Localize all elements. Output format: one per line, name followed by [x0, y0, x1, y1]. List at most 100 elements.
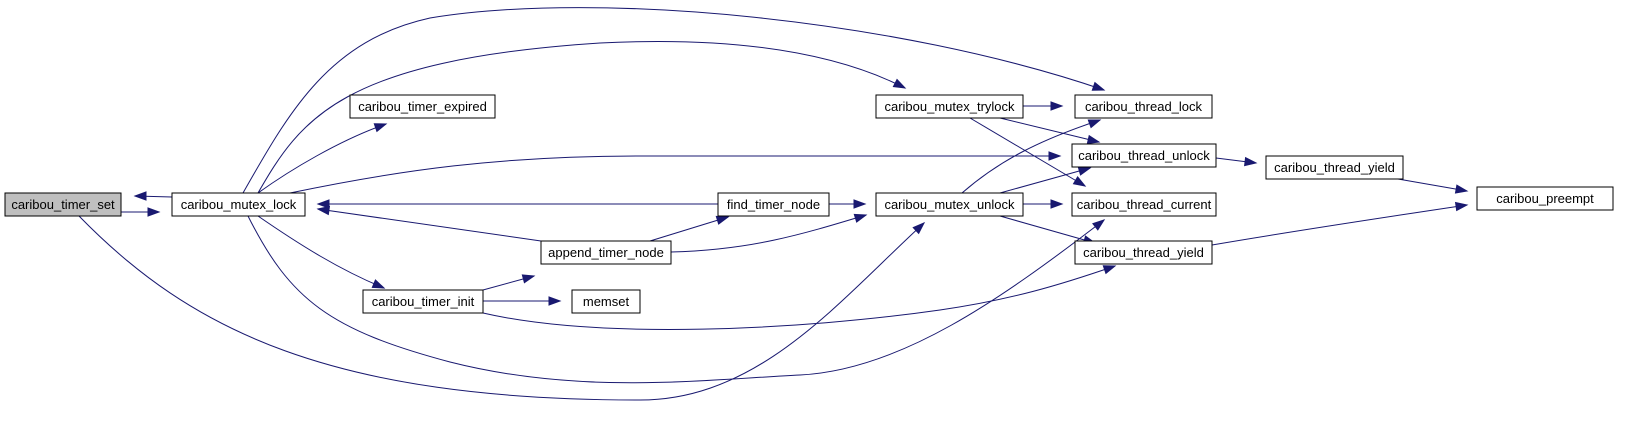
edge-timer-set-to-mutex-unlock	[78, 215, 926, 401]
node-box[interactable]	[362, 289, 484, 314]
edge-line	[482, 265, 1116, 330]
node-mutex-lock[interactable]: caribou_mutex_lock	[171, 192, 306, 217]
arrowhead	[1048, 151, 1062, 161]
node-label: caribou_timer_set	[11, 197, 115, 212]
edge-mutex-lock-to-thread-current	[247, 215, 1106, 384]
edge-thread-yield-b-to-preempt	[1211, 201, 1469, 246]
arrowhead	[1102, 265, 1117, 275]
node-label: caribou_thread_yield	[1083, 245, 1204, 260]
edge-mutex-trylock-to-thread-current	[969, 117, 1087, 187]
edge-line	[78, 215, 925, 401]
node-box[interactable]	[717, 192, 830, 217]
node-label: memset	[583, 294, 630, 309]
node-append-timer-node[interactable]: append_timer_node	[540, 240, 672, 265]
node-label: caribou_timer_expired	[358, 99, 487, 114]
edge-line	[999, 215, 1096, 244]
arrowhead	[133, 191, 147, 201]
edge-mutex-lock-to-timer-expired	[257, 123, 388, 194]
arrowhead	[1077, 166, 1092, 176]
arrowhead	[1050, 199, 1064, 209]
node-box[interactable]	[1074, 240, 1213, 265]
edge-mutex-lock-to-thread-lock	[242, 7, 1106, 194]
edge-mutex-unlock-to-thread-current	[1023, 199, 1064, 209]
node-box[interactable]	[1071, 143, 1217, 168]
edge-timer-init-to-thread-yield-b	[482, 265, 1117, 330]
edge-line	[961, 119, 1101, 194]
node-box[interactable]	[1476, 186, 1614, 211]
arrowhead	[1092, 219, 1106, 231]
edge-line	[649, 216, 729, 242]
edge-line	[999, 167, 1091, 194]
node-find-timer-node[interactable]: find_timer_node	[717, 192, 830, 217]
node-timer-expired[interactable]: caribou_timer_expired	[349, 94, 496, 119]
edge-mutex-trylock-to-thread-lock	[1023, 101, 1064, 111]
node-label: find_timer_node	[727, 197, 820, 212]
arrowhead	[316, 199, 330, 209]
edge-line	[1211, 204, 1468, 246]
arrowhead	[548, 296, 562, 306]
node-label: caribou_mutex_unlock	[884, 197, 1015, 212]
edge-line	[670, 214, 867, 253]
edge-line	[999, 117, 1100, 143]
arrowhead	[371, 279, 386, 289]
edge-thread-unlock-to-thread-yield-a	[1215, 156, 1258, 167]
edge-timer-init-to-memset	[483, 296, 562, 306]
node-mutex-unlock[interactable]: caribou_mutex_unlock	[875, 192, 1024, 217]
arrowhead	[1086, 134, 1101, 145]
node-label: caribou_timer_init	[372, 294, 475, 309]
node-memset[interactable]: memset	[571, 289, 641, 314]
node-box[interactable]	[1071, 192, 1217, 217]
edge-find-timer-node-to-mutex-unlock	[829, 199, 867, 209]
edge-mutex-unlock-to-thread-lock	[961, 119, 1102, 194]
node-mutex-trylock[interactable]: caribou_mutex_trylock	[875, 94, 1024, 119]
node-label: caribou_mutex_lock	[181, 197, 297, 212]
node-box[interactable]	[1074, 94, 1213, 119]
node-box[interactable]	[540, 240, 672, 265]
edge-mutex-lock-to-thread-unlock	[289, 151, 1062, 194]
edge-line	[1397, 178, 1468, 192]
node-box[interactable]	[171, 192, 306, 217]
arrowhead	[1454, 201, 1469, 212]
edge-mutex-lock-to-timer-init	[257, 215, 386, 289]
edge-line	[257, 215, 385, 289]
arrowhead	[853, 199, 867, 209]
node-timer-set[interactable]: caribou_timer_set	[4, 192, 122, 217]
arrowhead	[1091, 81, 1106, 91]
edge-line	[317, 208, 542, 242]
node-box[interactable]	[4, 192, 122, 217]
node-box[interactable]	[875, 192, 1024, 217]
node-box[interactable]	[1265, 155, 1404, 180]
arrowhead	[521, 274, 536, 284]
node-thread-yield-b[interactable]: caribou_thread_yield	[1074, 240, 1213, 265]
edge-mutex-lock-to-timer-set	[133, 191, 173, 201]
node-thread-lock[interactable]: caribou_thread_lock	[1074, 94, 1213, 119]
edge-thread-yield-a-to-preempt	[1397, 178, 1469, 194]
arrowhead	[912, 222, 926, 235]
node-label: caribou_mutex_trylock	[884, 99, 1015, 114]
edge-mutex-trylock-to-thread-unlock	[999, 117, 1101, 145]
edge-append-timer-node-to-find-timer-node	[649, 215, 730, 242]
edge-append-timer-node-to-mutex-unlock	[670, 213, 868, 253]
node-box[interactable]	[349, 94, 496, 119]
edge-append-timer-node-to-mutex-lock	[316, 205, 542, 242]
node-preempt[interactable]: caribou_preempt	[1476, 186, 1614, 211]
node-box[interactable]	[571, 289, 641, 314]
node-timer-init[interactable]: caribou_timer_init	[362, 289, 484, 314]
node-thread-yield-a[interactable]: caribou_thread_yield	[1265, 155, 1404, 180]
node-label: caribou_thread_unlock	[1078, 148, 1210, 163]
node-box[interactable]	[875, 94, 1024, 119]
edge-line	[289, 155, 1060, 194]
node-thread-current[interactable]: caribou_thread_current	[1071, 192, 1217, 217]
node-thread-unlock[interactable]: caribou_thread_unlock	[1071, 143, 1217, 168]
edge-mutex-unlock-to-thread-unlock	[999, 166, 1092, 194]
edge-mutex-lock-to-mutex-trylock	[257, 41, 907, 194]
arrowhead	[853, 213, 868, 223]
node-label: caribou_thread_current	[1077, 197, 1212, 212]
edge-timer-set-to-mutex-lock	[121, 207, 161, 217]
arrowhead	[1072, 176, 1087, 187]
node-label: append_timer_node	[548, 245, 664, 260]
edge-line	[969, 117, 1086, 187]
arrowhead	[1454, 184, 1469, 194]
